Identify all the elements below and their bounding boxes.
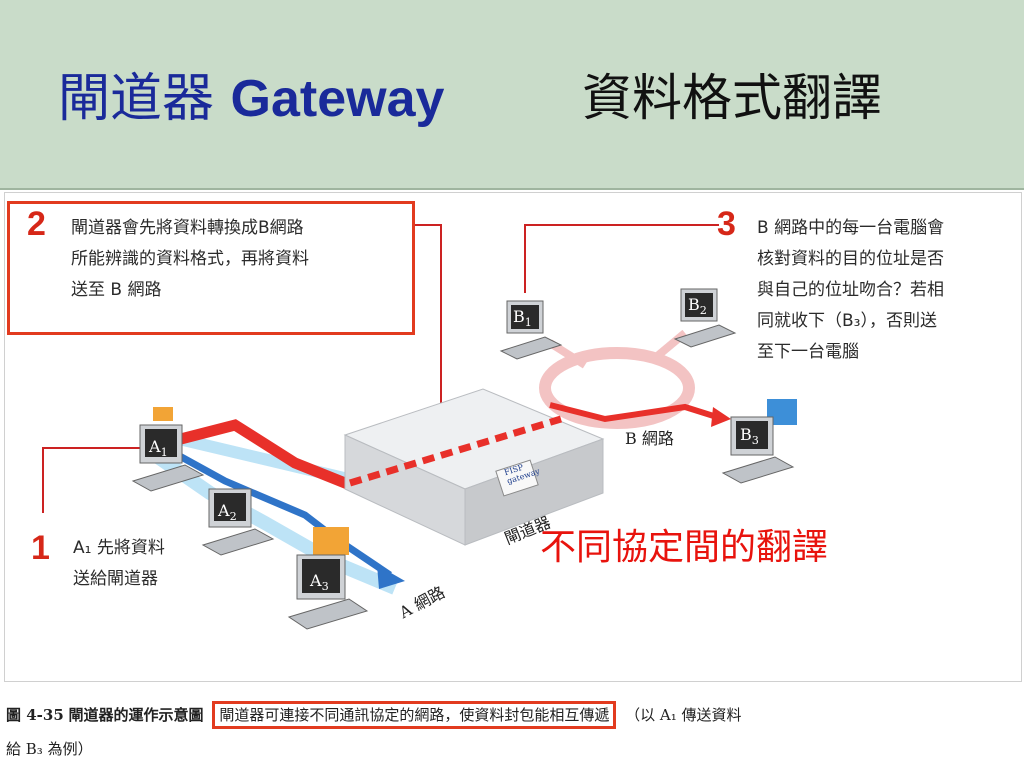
figure-title: 閘道器的運作示意圖 (68, 706, 204, 724)
title-prefix: 閘道器 (58, 69, 215, 129)
title-gateway: 閘道器 Gateway (58, 56, 444, 131)
label-b3: B3 (740, 425, 759, 448)
title-format-translation: 資料格式翻譯 (582, 69, 882, 127)
connector-step-2 (415, 224, 442, 413)
step-1-line-2: 送給閘道器 (73, 569, 158, 589)
step-1-number: 1 (31, 529, 50, 567)
a-network-arrow (377, 565, 405, 589)
figure-tail: （以 A₁ 傳送資料 (625, 706, 742, 724)
title-banner: 閘道器 Gateway 資料格式翻譯 (0, 0, 1024, 190)
figure-label: 圖 4-35 (6, 706, 64, 724)
step-3-number: 3 (717, 205, 736, 243)
label-a1: A1 (149, 437, 168, 460)
computer-a1 (131, 407, 205, 492)
step-2-line-2: 所能辨識的資料格式，再將資料 (71, 249, 309, 269)
gateway-diagram: 2 閘道器會先將資料轉換成B網路 所能辨識的資料格式，再將資料 送至 B 網路 … (4, 192, 1022, 682)
label-b1: B1 (513, 307, 532, 330)
gateway-device (343, 388, 605, 546)
step-3-line-2: 核對資料的目的位址是否 (757, 249, 944, 269)
connector-step-1 (42, 447, 143, 513)
computer-b2 (673, 288, 737, 348)
computer-b3 (721, 399, 797, 484)
step-2-line-1: 閘道器會先將資料轉換成B網路 (71, 218, 304, 238)
computer-b1 (499, 300, 563, 360)
translation-caption: 不同協定間的翻譯 (540, 527, 829, 568)
label-a2: A2 (218, 501, 237, 524)
step-1-text: A₁ 先將資料 送給閘道器 (73, 533, 165, 595)
data-path-red (171, 419, 353, 491)
figure-caption-line-2: 給 B₃ 為例） (6, 740, 93, 758)
step-2-text: 閘道器會先將資料轉換成B網路 所能辨識的資料格式，再將資料 送至 B 網路 (71, 213, 309, 306)
computer-a3 (287, 527, 369, 630)
b-network-ring (539, 347, 695, 429)
figure-caption: 圖 4-35 閘道器的運作示意圖 閘道器可連接不同通訊協定的網路，使資料封包能相… (6, 701, 742, 729)
a-network-path-light (151, 449, 398, 595)
b-network-path-red (549, 402, 721, 423)
label-a3: A3 (310, 571, 329, 594)
connector-step-3 (524, 224, 719, 293)
label-b2: B2 (688, 295, 707, 318)
step-3-line-5: 至下一台電腦 (757, 342, 859, 362)
step-3-line-3: 與自己的位址吻合？若相 (757, 280, 944, 300)
step-3-line-4: 同就收下（B₃），否則送 (757, 311, 937, 331)
step-3-text: B 網路中的每一台電腦會 核對資料的目的位址是否 與自己的位址吻合？若相 同就收… (757, 213, 944, 368)
computer-a2 (201, 488, 275, 556)
a-network-path-blue (163, 444, 392, 578)
step-2-box (7, 201, 415, 335)
label-b-network: B 網路 (625, 429, 674, 448)
b-network-arrow (711, 407, 731, 427)
step-2-line-3: 送至 B 網路 (71, 280, 162, 300)
title-english: Gateway (230, 70, 445, 128)
step-1-line-1: A₁ 先將資料 (73, 538, 165, 558)
figure-highlight: 閘道器可連接不同通訊協定的網路，使資料封包能相互傳遞 (212, 701, 617, 729)
diagram-graphics (42, 224, 797, 630)
step-2-number: 2 (27, 205, 46, 243)
step-3-line-1: B 網路中的每一台電腦會 (757, 218, 945, 238)
